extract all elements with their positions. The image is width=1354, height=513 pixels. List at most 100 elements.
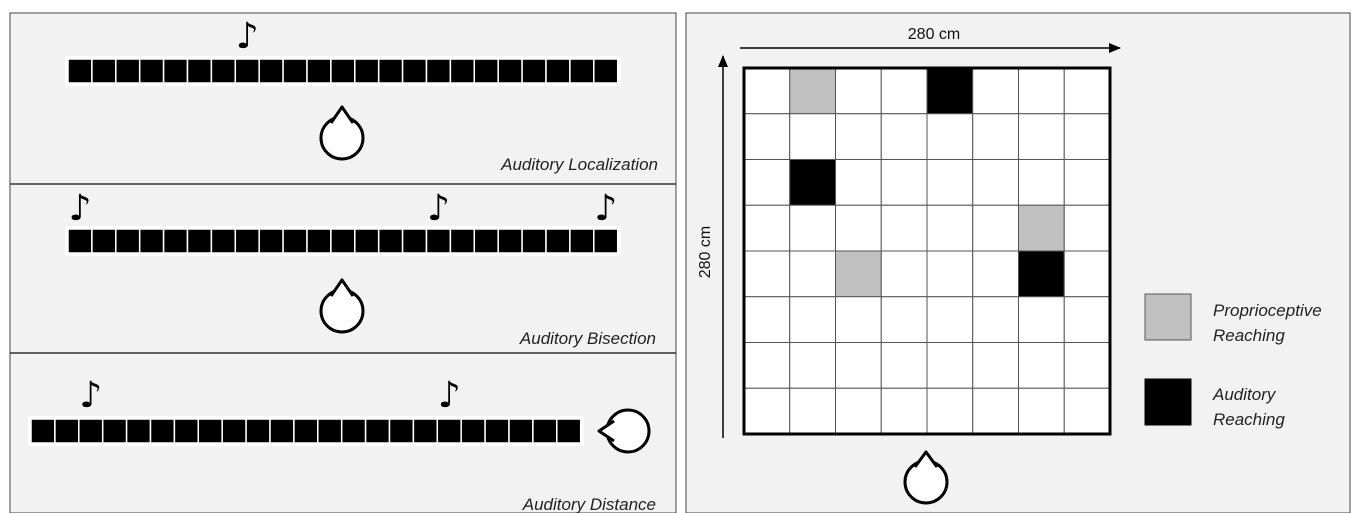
grid-border bbox=[742, 66, 1112, 436]
grid-cell bbox=[880, 159, 928, 206]
grid-cell bbox=[1063, 296, 1111, 343]
speaker-cell bbox=[449, 228, 476, 254]
speaker-cell bbox=[497, 58, 523, 84]
grid-cell bbox=[926, 250, 974, 298]
grid-cell bbox=[743, 342, 791, 389]
speaker-cell bbox=[258, 58, 284, 84]
speaker-cell bbox=[54, 418, 80, 444]
music-note-icon: ♪ bbox=[79, 375, 102, 416]
speaker-cell bbox=[67, 58, 93, 84]
grid-cell bbox=[926, 113, 974, 160]
speaker-cell bbox=[162, 228, 189, 254]
speaker-cell bbox=[401, 228, 428, 254]
speaker-cell bbox=[412, 418, 439, 444]
speaker-cell bbox=[125, 418, 152, 444]
grid-cell bbox=[926, 387, 974, 435]
speaker-cell bbox=[78, 418, 104, 444]
sound-sources: ♪ bbox=[236, 16, 259, 57]
grid-cell bbox=[972, 113, 1019, 160]
grid-cell bbox=[743, 67, 791, 115]
speaker-cell bbox=[269, 418, 295, 444]
speaker-cell bbox=[317, 418, 343, 444]
grid-cell bbox=[835, 204, 882, 252]
grid-cell bbox=[880, 296, 928, 343]
grid-cell bbox=[880, 250, 928, 298]
legend-label-line2: Reaching bbox=[1213, 410, 1285, 429]
speaker-cell bbox=[377, 228, 404, 254]
grid-cell bbox=[926, 342, 974, 389]
grid-cell bbox=[880, 113, 928, 160]
grid-cell bbox=[880, 67, 928, 115]
task-label: Auditory Bisection bbox=[519, 329, 656, 348]
grid-cell bbox=[972, 250, 1019, 298]
grid-cell bbox=[835, 159, 882, 206]
speaker-cell bbox=[354, 58, 380, 84]
grid-cell bbox=[835, 387, 882, 435]
grid-cell-proprioceptive bbox=[789, 67, 836, 115]
grid-cell bbox=[789, 296, 836, 343]
grid-cell bbox=[743, 250, 791, 298]
grid-cell bbox=[1018, 67, 1065, 115]
legend-item-proprioceptive: Proprioceptive Reaching bbox=[1144, 293, 1322, 345]
speaker-cell bbox=[162, 58, 189, 84]
width-dimension-label: 280 cm bbox=[908, 26, 960, 43]
speaker-cell bbox=[401, 58, 428, 84]
legend-swatch-auditory bbox=[1144, 378, 1192, 426]
speaker-cell bbox=[245, 418, 271, 444]
speaker-cell bbox=[138, 228, 165, 254]
speaker-cell bbox=[436, 418, 462, 444]
grid-cell-proprioceptive bbox=[835, 250, 882, 298]
speaker-cell bbox=[186, 228, 213, 254]
grid-cell-auditory bbox=[1018, 250, 1065, 298]
speaker-cell bbox=[521, 58, 547, 84]
sound-sources: ♪♪ bbox=[79, 375, 460, 416]
grid-cell bbox=[972, 159, 1019, 206]
legend-item-auditory: Auditory Reaching bbox=[1144, 378, 1285, 429]
listener-head-icon bbox=[597, 408, 651, 454]
grid-cell bbox=[926, 296, 974, 343]
speaker-cell bbox=[508, 418, 534, 444]
grid-cell bbox=[880, 204, 928, 252]
speaker-cell bbox=[186, 58, 213, 84]
grid-cell bbox=[789, 204, 836, 252]
speaker-cell bbox=[521, 228, 547, 254]
grid-cell bbox=[1063, 250, 1111, 298]
speaker-cell bbox=[425, 228, 452, 254]
music-note-icon: ♪ bbox=[427, 188, 450, 229]
speaker-cell bbox=[545, 228, 571, 254]
grid-cell bbox=[1063, 204, 1111, 252]
legend: Proprioceptive Reaching Auditory Reachin… bbox=[1144, 293, 1322, 429]
grid-cell bbox=[789, 387, 836, 435]
speaker-array bbox=[28, 416, 584, 446]
speaker-cell bbox=[330, 58, 356, 84]
music-note-icon: ♪ bbox=[68, 188, 91, 229]
grid-cell bbox=[743, 296, 791, 343]
height-dimension-label: 280 cm bbox=[697, 226, 714, 278]
grid-cell bbox=[743, 159, 791, 206]
grid-cell bbox=[1018, 113, 1065, 160]
grid-cell bbox=[926, 204, 974, 252]
grid-cell bbox=[1018, 342, 1065, 389]
right-panel: 280 cm 280 cm Proprioceptive Reaching Au… bbox=[685, 12, 1351, 513]
grid-cell bbox=[835, 113, 882, 160]
speaker-cell bbox=[340, 418, 367, 444]
grid-cell bbox=[789, 113, 836, 160]
speaker-cell bbox=[473, 228, 499, 254]
speaker-cell bbox=[210, 228, 237, 254]
grid-cell bbox=[1063, 67, 1111, 115]
sound-sources: ♪♪♪ bbox=[68, 188, 617, 229]
speaker-cell bbox=[234, 228, 260, 254]
speaker-cell bbox=[569, 228, 595, 254]
speaker-cell bbox=[556, 418, 582, 444]
legend-label-line2: Reaching bbox=[1213, 326, 1285, 345]
speaker-cell bbox=[197, 418, 223, 444]
grid-cell bbox=[926, 159, 974, 206]
speaker-cell bbox=[282, 228, 308, 254]
speaker-array bbox=[65, 56, 621, 86]
listener-head-icon bbox=[319, 278, 365, 334]
grid-cell bbox=[972, 67, 1019, 115]
speaker-cell bbox=[115, 228, 141, 254]
speaker-cell bbox=[138, 58, 165, 84]
speaker-cell bbox=[377, 58, 404, 84]
speaker-cell bbox=[425, 58, 452, 84]
